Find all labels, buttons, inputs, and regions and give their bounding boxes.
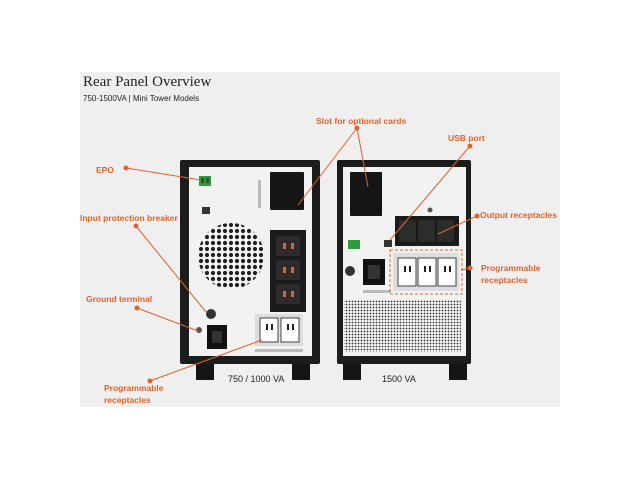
label-programmable-receptacles-left: Programmable receptacles [104, 383, 164, 405]
left-epo-connector [199, 176, 211, 186]
left-programmable-receptacles [255, 314, 303, 346]
ups-unit-1500 [337, 160, 471, 380]
label-programmable-receptacles-right: Programmable receptacles [481, 263, 541, 285]
right-input-breaker [345, 266, 355, 276]
right-vent-grille [344, 300, 461, 352]
left-usb-port [202, 207, 210, 214]
right-output-receptacles [395, 216, 459, 246]
left-ground-screw [196, 327, 202, 333]
caption-750-1000va: 750 / 1000 VA [228, 374, 285, 384]
label-epo: EPO [96, 165, 114, 175]
right-programmable-highlight [389, 249, 463, 295]
left-card-slot [270, 172, 304, 210]
callout-lines [123, 125, 480, 384]
label-slot-optional-cards: Slot for optional cards [316, 116, 407, 126]
ups-unit-750-1000 [180, 160, 320, 380]
left-fan-grille [198, 223, 264, 289]
left-output-receptacles [270, 230, 306, 312]
label-output-receptacles: Output receptacles [480, 210, 557, 220]
label-input-protection-breaker: Input protection breaker [80, 213, 178, 223]
right-epo-connector [348, 240, 360, 249]
label-usb-port: USB port [448, 133, 485, 143]
left-input-breaker [206, 309, 216, 319]
right-usb-port [384, 240, 392, 247]
page-title: Rear Panel Overview [83, 74, 212, 90]
right-programmable-receptacles [393, 253, 459, 291]
caption-1500va: 1500 VA [382, 374, 416, 384]
label-ground-terminal: Ground terminal [86, 294, 153, 304]
page-subtitle: 750-1500VA | Mini Tower Models [83, 94, 200, 103]
right-card-slot [350, 172, 382, 216]
